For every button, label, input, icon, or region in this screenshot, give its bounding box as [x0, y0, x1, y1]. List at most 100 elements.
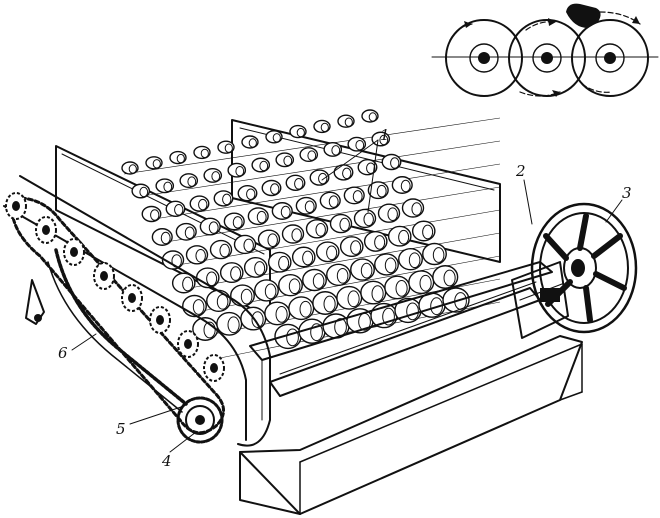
spool-roller [291, 246, 316, 268]
spool-roller [387, 225, 412, 247]
base-frame [239, 335, 583, 515]
spool-roller [289, 124, 307, 139]
spool-roller [216, 311, 243, 336]
spool-roller [367, 181, 389, 200]
leader-lines [71, 139, 623, 453]
spool-roller [381, 153, 402, 171]
roller-shaft [135, 140, 501, 198]
spool-roller [155, 178, 175, 194]
spool-roller [251, 157, 271, 173]
chain-sprocket [177, 330, 199, 358]
spool-roller [223, 212, 245, 231]
spool-roller [247, 207, 269, 226]
spool-roller [141, 205, 162, 223]
spool-roller [377, 203, 401, 223]
chain-sprocket [5, 192, 27, 220]
spool-roller [182, 294, 207, 318]
spool-roller [199, 217, 221, 236]
spool-roller [329, 213, 353, 234]
callout-4: 4 [161, 452, 172, 470]
spool-roller [209, 239, 233, 260]
spool-roller [233, 234, 257, 255]
spool-roller [422, 242, 447, 266]
spool-roller [241, 135, 259, 149]
spool-roller [288, 296, 315, 321]
spool-roller [219, 262, 244, 284]
inset-roller-left [445, 19, 523, 97]
spool-roller [285, 174, 306, 192]
spool-roller [357, 158, 378, 176]
spool-roller [374, 253, 399, 276]
spool-roller [185, 245, 209, 265]
machine-drawing [3, 109, 638, 515]
inset-rotation-arrows [449, 11, 641, 97]
spool-roller [333, 164, 354, 181]
spool-roller [175, 222, 197, 241]
spool-roller [442, 287, 470, 313]
spool-roller [193, 145, 211, 160]
spool-roller [361, 109, 379, 123]
spool-roller [275, 152, 295, 168]
spool-roller [274, 323, 302, 350]
spool-roller [302, 268, 327, 292]
spool-roller [267, 251, 292, 273]
chain-sprocket [203, 354, 225, 382]
spool-roller [264, 301, 291, 326]
spool-roller [391, 176, 413, 194]
spool-roller [179, 173, 199, 189]
chain-sprockets [5, 192, 225, 382]
spool-roller [408, 270, 435, 295]
spool-roller [261, 179, 282, 197]
callout-1: 1 [380, 126, 390, 144]
spool-roller [309, 169, 330, 186]
chain-sprocket [35, 216, 57, 244]
spool-roller [312, 291, 339, 315]
spool-roller [243, 256, 268, 278]
spool-roller [411, 220, 436, 242]
spool-roller [227, 162, 247, 178]
roller-shaft [123, 117, 501, 175]
spool-roller [217, 140, 235, 154]
spool-roller [171, 272, 196, 294]
spool-roller [230, 284, 255, 307]
roller-bed [121, 109, 501, 359]
drive-sprocket [176, 396, 224, 444]
spool-roller [326, 263, 351, 286]
spool-roller [398, 248, 423, 271]
spool-roller [343, 186, 365, 205]
spool-roller [394, 297, 422, 324]
spool-roller [257, 229, 281, 249]
spool-roller [165, 200, 186, 218]
spool-roller [319, 191, 341, 210]
spool-roller [347, 136, 367, 152]
chain-drive [3, 175, 271, 447]
roller-shaft [147, 163, 501, 221]
spool-roller [151, 228, 173, 246]
callout-5: 5 [116, 420, 126, 438]
flywheel [530, 202, 638, 334]
callout-3: 3 [622, 184, 632, 202]
spool-roller [363, 230, 388, 252]
spool-roller [323, 141, 343, 157]
chain-sprocket [149, 306, 171, 334]
spool-roller [339, 236, 364, 258]
spool-roller [353, 208, 377, 229]
inset-roller-scheme [431, 3, 659, 97]
chain-sprocket [121, 284, 143, 312]
spool-roller [384, 275, 411, 300]
spool-roller [278, 274, 303, 297]
spool-roller [265, 130, 283, 144]
chain-sprocket [93, 262, 115, 290]
spool-roller [131, 183, 151, 199]
tension-lever [25, 279, 45, 325]
spool-roller [432, 265, 459, 289]
spool-roller [271, 202, 293, 220]
spool-roller [360, 280, 387, 305]
spool-roller [237, 184, 258, 202]
spool-roller [371, 131, 391, 147]
spool-roller [281, 224, 305, 244]
spool-roller [121, 161, 139, 175]
callout-2: 2 [515, 162, 526, 180]
spool-roller [145, 156, 163, 170]
